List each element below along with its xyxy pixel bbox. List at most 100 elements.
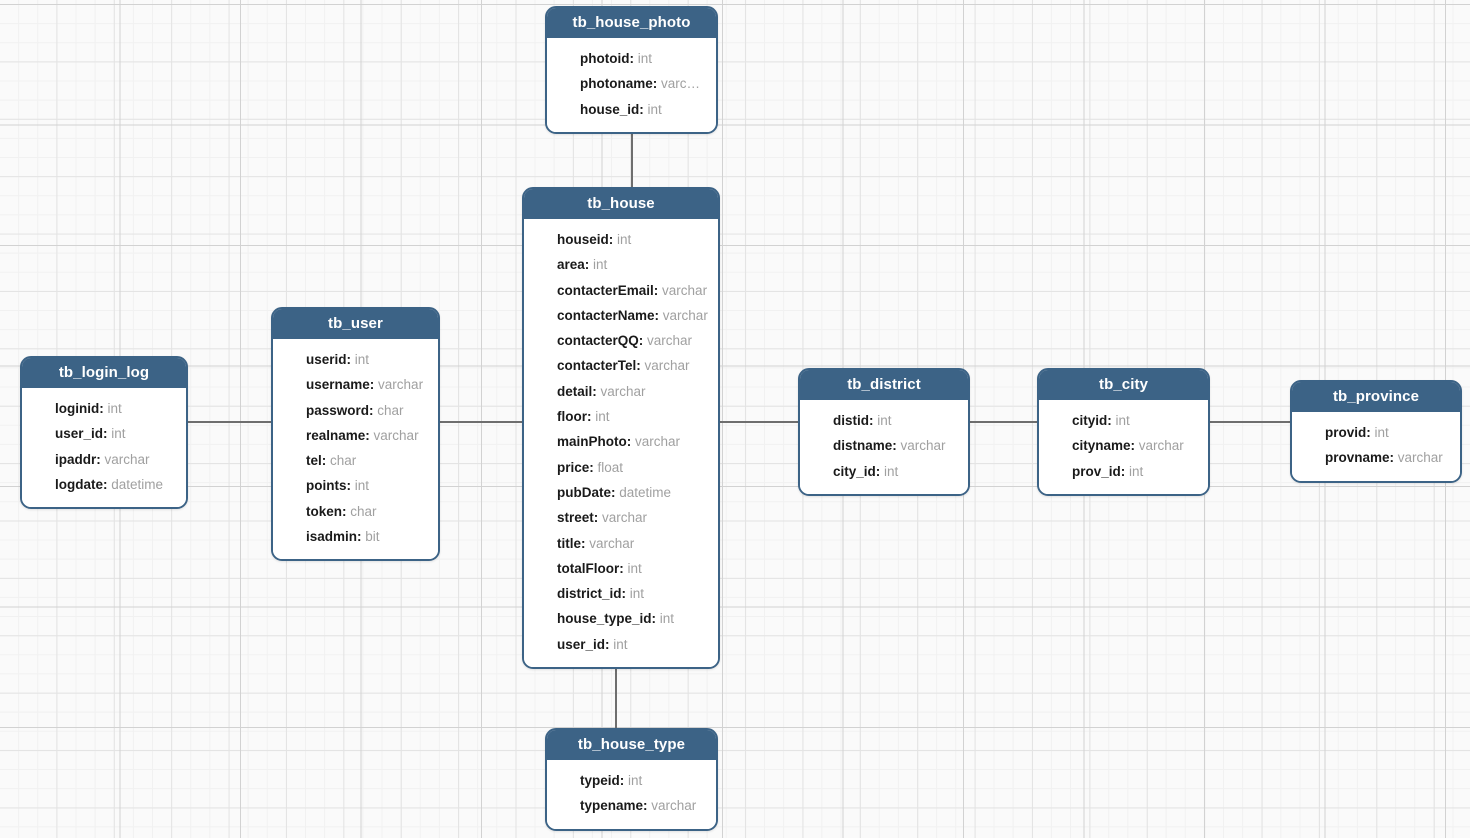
field-name: typename (580, 798, 644, 814)
field-row[interactable]: contacterEmail: varchar (524, 278, 718, 303)
field-row[interactable]: username: varchar (273, 372, 438, 397)
field-separator: : (342, 503, 351, 519)
field-row[interactable]: detail: varchar (524, 379, 718, 404)
field-row[interactable]: points: int (273, 473, 438, 498)
field-type: varchar (662, 282, 708, 298)
connector-login_log-to-user (188, 421, 272, 423)
field-type: datetime (111, 476, 164, 492)
field-row[interactable]: token: char (273, 499, 438, 524)
field-name: ipaddr (55, 451, 97, 467)
field-separator: : (875, 463, 885, 479)
field-type: int (629, 586, 645, 602)
field-name: tel (306, 453, 322, 469)
field-row[interactable]: houseid: int (524, 227, 718, 252)
field-separator: : (346, 352, 355, 367)
field-name: house_type_id (557, 611, 652, 627)
field-row[interactable]: street: varchar (524, 505, 718, 530)
field-name: typeid (580, 773, 620, 788)
field-row[interactable]: pubDate: datetime (524, 480, 718, 505)
field-separator: : (643, 798, 652, 814)
field-row[interactable]: mainPhoto: varchar (524, 429, 718, 454)
field-type: int (1129, 463, 1144, 479)
connector-house_photo-to-house (631, 130, 633, 188)
field-name: distname (833, 438, 893, 454)
field-row[interactable]: title: varchar (524, 531, 718, 556)
field-row[interactable]: distname: varchar (800, 433, 968, 458)
field-type: varchar (644, 358, 690, 374)
field-row[interactable]: price: float (524, 455, 718, 480)
field-name: totalFloor (557, 560, 620, 576)
field-type: int (628, 773, 643, 788)
field-row[interactable]: password: char (273, 398, 438, 423)
field-type: varchar (647, 333, 693, 349)
field-type: varchar (600, 383, 646, 399)
field-name: pubDate (557, 484, 611, 500)
field-row[interactable]: ipaddr: varchar (22, 447, 186, 472)
field-name: floor (557, 409, 587, 425)
field-row[interactable]: contacterQQ: varchar (524, 328, 718, 353)
field-separator: : (639, 101, 648, 117)
field-row[interactable]: district_id: int (524, 581, 718, 606)
field-row[interactable]: isadmin: bit (273, 524, 438, 549)
field-row[interactable]: user_id: int (22, 421, 186, 446)
field-separator: : (321, 453, 331, 469)
field-name: contacterTel (557, 358, 637, 374)
field-row[interactable]: tel: char (273, 448, 438, 473)
field-type: int (637, 51, 652, 66)
field-name: provname (1325, 450, 1390, 466)
field-row[interactable]: area: int (524, 252, 718, 277)
field-type: varchar (1138, 438, 1184, 454)
field-row[interactable]: cityname: varchar (1039, 433, 1208, 458)
field-type: bit (365, 529, 380, 545)
field-name: user_id (55, 426, 104, 442)
field-name: prov_id (1072, 463, 1121, 479)
field-row[interactable]: totalFloor: int (524, 556, 718, 581)
field-row[interactable]: house_type_id: int (524, 606, 718, 631)
field-separator: : (103, 426, 112, 442)
field-type: int (627, 560, 642, 576)
field-row[interactable]: prov_id: int (1039, 459, 1208, 484)
field-type: varchar (378, 377, 424, 393)
field-type: varchar (900, 438, 946, 454)
field-row[interactable]: photoid: int (547, 46, 716, 71)
field-row[interactable]: logdate: datetime (22, 472, 186, 497)
field-row[interactable]: photoname: varc… (547, 71, 716, 96)
field-row[interactable]: house_id: int (547, 97, 716, 122)
field-row[interactable]: contacterName: varchar (524, 303, 718, 328)
field-row[interactable]: provid: int (1292, 420, 1460, 445)
field-row[interactable]: provname: varchar (1292, 445, 1460, 470)
field-separator: : (593, 510, 603, 526)
field-row[interactable]: typeid: int (547, 768, 716, 793)
field-type: datetime (619, 484, 672, 500)
field-row[interactable]: loginid: int (22, 396, 186, 421)
field-name: realname (306, 427, 366, 443)
field-name: photoid (580, 51, 630, 66)
field-row[interactable]: typename: varchar (547, 793, 716, 818)
field-row[interactable]: distid: int (800, 408, 968, 433)
field-row[interactable]: contacterTel: varchar (524, 353, 718, 378)
field-separator: : (1120, 463, 1130, 479)
field-row[interactable]: userid: int (273, 347, 438, 372)
field-type: varchar (373, 427, 419, 443)
field-row[interactable]: user_id: int (524, 632, 718, 657)
field-row[interactable]: city_id: int (800, 459, 968, 484)
field-separator: : (654, 307, 663, 323)
field-type: char (377, 402, 404, 418)
field-row[interactable]: cityid: int (1039, 408, 1208, 433)
field-row[interactable]: floor: int (524, 404, 718, 429)
field-row[interactable]: realname: varchar (273, 423, 438, 448)
entity-title-tb_login_log: tb_login_log (22, 358, 186, 388)
field-name: isadmin (306, 529, 358, 545)
